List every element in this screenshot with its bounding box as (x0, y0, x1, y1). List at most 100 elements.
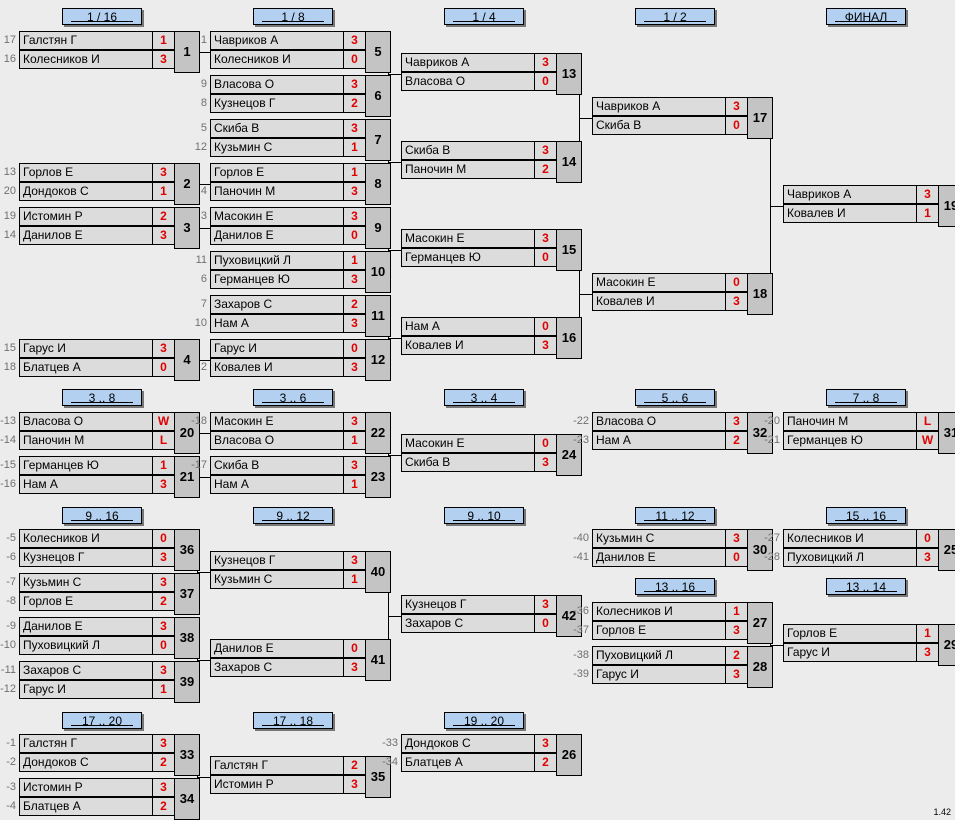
round-header[interactable]: 11 .. 12 (635, 507, 715, 524)
player-name[interactable]: Захаров С (210, 658, 344, 677)
match-number[interactable]: 42 (556, 595, 582, 637)
player-name[interactable]: Данилов Е (210, 226, 344, 245)
player-name[interactable]: Германцев Ю (210, 270, 344, 289)
round-header[interactable]: 17 .. 18 (253, 712, 333, 729)
player-name[interactable]: Чавриков А (783, 185, 917, 204)
round-header[interactable]: ФИНАЛ (826, 8, 906, 25)
round-header[interactable]: 1 / 4 (444, 8, 524, 25)
match-number[interactable]: 30 (747, 529, 773, 571)
match-number[interactable]: 12 (365, 339, 391, 381)
player-name[interactable]: Кузнецов Г (210, 551, 344, 570)
player-name[interactable]: Захаров С (210, 295, 344, 314)
player-name[interactable]: Данилов Е (592, 548, 726, 567)
match-number[interactable]: 9 (365, 207, 391, 249)
round-header[interactable]: 1 / 8 (253, 8, 333, 25)
round-header[interactable]: 9 .. 12 (253, 507, 333, 524)
player-name[interactable]: Ковалев И (592, 292, 726, 311)
player-name[interactable]: Чавриков А (401, 53, 535, 72)
player-name[interactable]: Чавриков А (592, 97, 726, 116)
player-name[interactable]: Паночин М (19, 431, 153, 450)
player-name[interactable]: Данилов Е (19, 617, 153, 636)
match-number[interactable]: 24 (556, 434, 582, 476)
player-name[interactable]: Власова О (210, 431, 344, 450)
player-name[interactable]: Масокин Е (401, 434, 535, 453)
match-number[interactable]: 26 (556, 734, 582, 776)
match-number[interactable]: 32 (747, 412, 773, 454)
player-name[interactable]: Захаров С (19, 661, 153, 680)
match-number[interactable]: 10 (365, 251, 391, 293)
player-name[interactable]: Горлов Е (783, 624, 917, 643)
player-name[interactable]: Истомин Р (19, 207, 153, 226)
player-name[interactable]: Нам А (19, 475, 153, 494)
match-number[interactable]: 22 (365, 412, 391, 454)
round-header[interactable]: 13 .. 14 (826, 578, 906, 595)
player-name[interactable]: Паночин М (401, 160, 535, 179)
match-number[interactable]: 2 (174, 163, 200, 205)
round-header[interactable]: 1 / 2 (635, 8, 715, 25)
player-name[interactable]: Колесников И (210, 50, 344, 69)
round-header[interactable]: 19 .. 20 (444, 712, 524, 729)
player-name[interactable]: Паночин М (783, 412, 917, 431)
round-header[interactable]: 13 .. 16 (635, 578, 715, 595)
player-name[interactable]: Дондоков С (19, 753, 153, 772)
player-name[interactable]: Гарус И (592, 665, 726, 684)
match-number[interactable]: 19 (938, 185, 955, 227)
player-name[interactable]: Галстян Г (19, 734, 153, 753)
match-number[interactable]: 11 (365, 295, 391, 337)
match-number[interactable]: 41 (365, 639, 391, 681)
player-name[interactable]: Ковалев И (210, 358, 344, 377)
player-name[interactable]: Кузнецов Г (401, 595, 535, 614)
player-name[interactable]: Пуховицкий Л (592, 646, 726, 665)
match-number[interactable]: 40 (365, 551, 391, 593)
match-number[interactable]: 6 (365, 75, 391, 117)
player-name[interactable]: Нам А (401, 317, 535, 336)
player-name[interactable]: Нам А (210, 475, 344, 494)
player-name[interactable]: Кузьмин С (210, 570, 344, 589)
player-name[interactable]: Власова О (19, 412, 153, 431)
player-name[interactable]: Германцев Ю (401, 248, 535, 267)
player-name[interactable]: Гарус И (19, 339, 153, 358)
player-name[interactable]: Горлов Е (19, 592, 153, 611)
player-name[interactable]: Германцев Ю (783, 431, 917, 450)
match-number[interactable]: 14 (556, 141, 582, 183)
round-header[interactable]: 7 .. 8 (826, 389, 906, 406)
match-number[interactable]: 20 (174, 412, 200, 454)
player-name[interactable]: Власова О (210, 75, 344, 94)
match-number[interactable]: 21 (174, 456, 200, 498)
player-name[interactable]: Пуховицкий Л (783, 548, 917, 567)
player-name[interactable]: Скиба В (210, 119, 344, 138)
player-name[interactable]: Колесников И (19, 529, 153, 548)
match-number[interactable]: 1 (174, 31, 200, 73)
player-name[interactable]: Нам А (210, 314, 344, 333)
match-number[interactable]: 18 (747, 273, 773, 315)
player-name[interactable]: Масокин Е (210, 412, 344, 431)
player-name[interactable]: Чавриков А (210, 31, 344, 50)
player-name[interactable]: Кузнецов Г (19, 548, 153, 567)
player-name[interactable]: Горлов Е (592, 621, 726, 640)
round-header[interactable]: 3 .. 8 (62, 389, 142, 406)
player-name[interactable]: Дондоков С (401, 734, 535, 753)
match-number[interactable]: 37 (174, 573, 200, 615)
player-name[interactable]: Захаров С (401, 614, 535, 633)
round-header[interactable]: 5 .. 6 (635, 389, 715, 406)
match-number[interactable]: 34 (174, 778, 200, 820)
player-name[interactable]: Горлов Е (19, 163, 153, 182)
round-header[interactable]: 1 / 16 (62, 8, 142, 25)
player-name[interactable]: Галстян Г (210, 756, 344, 775)
player-name[interactable]: Гарус И (783, 643, 917, 662)
player-name[interactable]: Гарус И (19, 680, 153, 699)
player-name[interactable]: Германцев Ю (19, 456, 153, 475)
match-number[interactable]: 13 (556, 53, 582, 95)
player-name[interactable]: Ковалев И (401, 336, 535, 355)
match-number[interactable]: 17 (747, 97, 773, 139)
match-number[interactable]: 36 (174, 529, 200, 571)
player-name[interactable]: Кузнецов Г (210, 94, 344, 113)
player-name[interactable]: Блатцев А (19, 797, 153, 816)
player-name[interactable]: Пуховицкий Л (19, 636, 153, 655)
player-name[interactable]: Масокин Е (401, 229, 535, 248)
player-name[interactable]: Колесников И (783, 529, 917, 548)
player-name[interactable]: Дондоков С (19, 182, 153, 201)
match-number[interactable]: 25 (938, 529, 955, 571)
player-name[interactable]: Данилов Е (210, 639, 344, 658)
match-number[interactable]: 23 (365, 456, 391, 498)
